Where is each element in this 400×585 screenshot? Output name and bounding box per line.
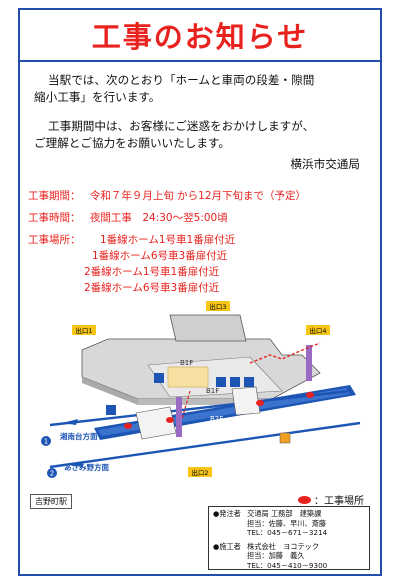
location-item: 2番線ホーム1号車1番扉付近 (84, 266, 220, 278)
work-marker (306, 392, 314, 398)
track-1-line (49, 389, 351, 427)
apology-line-1: 工事期間中は、お客様にご迷惑をおかけしますが、 (48, 119, 315, 133)
location-label: 工事場所： (28, 234, 81, 246)
contact-box: ●発注者 交通局 工務部 建築課 担当：佐藤、早川、斎藤 TEL：045－671… (208, 506, 370, 570)
notice-title: 工事のお知らせ (91, 20, 309, 54)
intro-line-2: 縮小工事」を行います。 (34, 90, 161, 104)
apology-paragraph: 工事期間中は、お客様にご迷惑をおかけしますが、 ご理解とご協力をお願いいたします… (34, 118, 364, 152)
contractor-org: 株式会社 ヨコテック (247, 541, 320, 551)
restroom-icon (230, 377, 240, 387)
location-item: 1番線ホーム6号車3番扉付近 (92, 250, 228, 262)
direction-arrow-1 (62, 419, 78, 425)
exit-2-tag (188, 467, 212, 477)
phone-icon (279, 432, 291, 444)
exit-3-tag (206, 301, 230, 311)
exit-3-label: 出口3 (209, 302, 226, 311)
route-dashed-1 (249, 342, 321, 364)
client-tel: TEL：045－671－3214 (247, 528, 328, 537)
legend-marker-icon (298, 495, 311, 504)
legend: ：工事場所 (298, 492, 364, 507)
exit-1-label: 出口1 (75, 326, 92, 335)
work-marker (124, 423, 132, 429)
toilet-icon (154, 373, 164, 383)
organization-name: 横浜市交通局 (290, 157, 360, 171)
contractor-person: 担当：加藤 義久 (247, 551, 305, 560)
accessibility-icon (216, 377, 226, 387)
track-2-line (49, 421, 361, 469)
exit-4-label: 出口4 (309, 326, 326, 335)
period-label: 工事期間： (28, 190, 81, 202)
contractor-tel: TEL：045－410－9300 (247, 560, 328, 570)
contractor-label: ●施工者 (213, 541, 241, 551)
intro-line-1: 当駅では、次のとおり「ホームと車両の段差・隙間 (48, 73, 315, 87)
floor-label-b2f: B2F (210, 415, 223, 423)
track-1-badge (41, 436, 51, 446)
client-person: 担当：佐藤、早川、斎藤 (247, 518, 327, 528)
direction-azamino: あざみ野方面 (64, 462, 109, 472)
floor-label-b1f: B1F (180, 359, 193, 367)
time-value: 夜間工事 24:30～翌5:00頃 (89, 212, 228, 224)
work-marker (166, 417, 174, 423)
notice-frame: 工事のお知らせ 当駅では、次のとおり「ホームと車両の段差・隙間 縮小工事」を行い… (18, 8, 382, 576)
info-icon (106, 405, 116, 415)
title-box: 工事のお知らせ (20, 10, 380, 62)
apology-line-2: ご理解とご協力をお願いいたします。 (34, 136, 230, 150)
exit-1-tag (72, 325, 96, 335)
track-1-number: 1 (44, 438, 48, 446)
legend-label: ：工事場所 (314, 496, 364, 507)
track-2-badge (47, 468, 57, 478)
stairs-east (231, 386, 261, 416)
exit-2-label: 出口2 (191, 468, 208, 477)
direction-arrow-2 (68, 461, 84, 467)
station-name: 吉野町駅 (30, 494, 72, 509)
work-marker (256, 400, 264, 406)
exit-4-tag (306, 325, 330, 335)
client-row: ●発注者 交通局 工務部 建築課 (213, 509, 365, 519)
period-row: 工事期間： 令和７年９月上旬 から12月下旬まで（予定） (28, 188, 306, 203)
period-value: 令和７年９月上旬 から12月下旬まで（予定） (89, 190, 307, 202)
client-org: 交通局 工務部 建築課 (247, 509, 322, 518)
intro-paragraph: 当駅では、次のとおり「ホームと車両の段差・隙間 縮小工事」を行います。 (34, 72, 364, 106)
elevator-shaft-west (176, 397, 182, 437)
station-map: 出口1 出口3 出口4 出口2 B1F B1F B2F 1 2 湘南台方面 あざ… (41, 301, 361, 478)
floor-label-b1f: B1F (206, 387, 219, 395)
time-row: 工事時間： 夜間工事 24:30～翌5:00頃 (28, 210, 228, 225)
upper-passage (169, 314, 247, 342)
contractor-row: ●施工者 株式会社 ヨコテック (213, 542, 365, 552)
location-item: 2番線ホーム6号車3番扉付近 (84, 282, 220, 294)
time-label: 工事時間： (28, 212, 81, 224)
concourse-floor-edge (82, 377, 138, 405)
client-label: ●発注者 (213, 509, 241, 518)
track-2-number: 2 (50, 470, 54, 478)
ticket-gate-area (167, 366, 209, 388)
location-item: 1番線ホーム1号車1番扉付近 (100, 234, 236, 246)
escalator-icon (244, 377, 254, 387)
elevator-shaft-east (306, 345, 312, 381)
direction-shonandai: 湘南台方面 (60, 431, 98, 441)
